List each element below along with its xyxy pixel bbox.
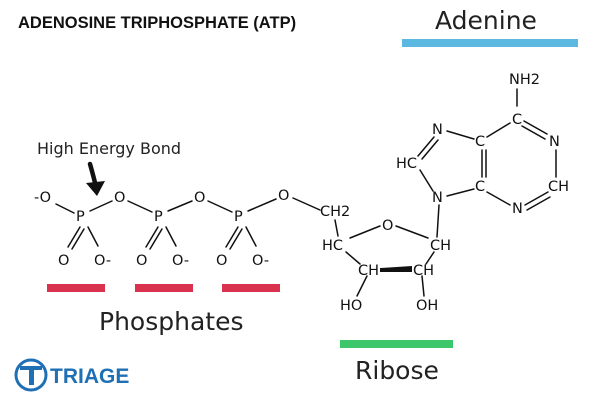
phosphorus-1: P (76, 209, 85, 225)
phosphorus-3: P (234, 209, 243, 225)
phosphorus-2: P (154, 209, 163, 225)
ribose-oh: OH (416, 298, 438, 314)
adenine-c2-ch: CH (548, 179, 569, 195)
triage-t-logo-icon (14, 358, 48, 392)
ribose-ch-bottom-right: CH (413, 263, 434, 279)
phosphate-1-o-anion: O- (94, 253, 111, 269)
ribose-ch2-label: CH2 (320, 204, 350, 220)
diagram-title: ADENOSINE TRIPHOSPHATE (ATP) (18, 14, 296, 32)
ester-oxygen: O (278, 188, 289, 204)
phosphate-bar-2 (135, 284, 193, 292)
ribose-ch-right: CH (430, 238, 451, 254)
bridge-oxygen-1: O (114, 190, 125, 206)
adenine-c8-hc: HC (396, 156, 417, 172)
adenine-n7: N (432, 122, 443, 138)
adenine-label: Adenine (435, 6, 537, 35)
oxygen-minus-label: -O (34, 190, 51, 206)
ribose-hc-left: HC (322, 238, 343, 254)
ribose-ho: HO (340, 298, 362, 314)
ribose-bar (340, 340, 453, 348)
triage-logo: TRIAGE (14, 358, 129, 392)
phosphates-label: Phosphates (99, 307, 243, 336)
adenine-c6: C (512, 112, 522, 128)
adenine-n9: N (432, 190, 443, 206)
phosphate-1-double-o: O (58, 253, 69, 269)
adenine-bar (402, 39, 578, 47)
adenine-c4: C (475, 179, 485, 195)
high-energy-bond-label: High Energy Bond (37, 139, 181, 158)
triage-logo-text: TRIAGE (50, 365, 129, 388)
adenine-c5: C (475, 134, 485, 150)
phosphate-2-double-o: O (136, 253, 147, 269)
phosphate-3-double-o: O (216, 253, 227, 269)
phosphate-bar-3 (222, 284, 280, 292)
ribose-ring: CH2 HC O CH CH CH HO OH (320, 204, 451, 314)
adenine-nh2: NH2 (509, 72, 540, 88)
phosphate-chain: -O P O O- O P O O- O P O O- O (34, 188, 321, 269)
bridge-oxygen-2: O (194, 190, 205, 206)
phosphate-bar-1 (47, 284, 105, 292)
adenine-n1: N (549, 134, 560, 150)
adenine-n3: N (512, 201, 523, 217)
adenine-rings: NH2 C N CH N C C N HC N (396, 72, 569, 238)
ribose-label: Ribose (355, 356, 439, 385)
ribose-ch-bottom-left: CH (358, 263, 379, 279)
curved-arrow-icon (86, 161, 105, 196)
ribose-ring-oxygen: O (382, 218, 393, 234)
phosphate-3-o-anion: O- (252, 253, 269, 269)
phosphate-2-o-anion: O- (172, 253, 189, 269)
